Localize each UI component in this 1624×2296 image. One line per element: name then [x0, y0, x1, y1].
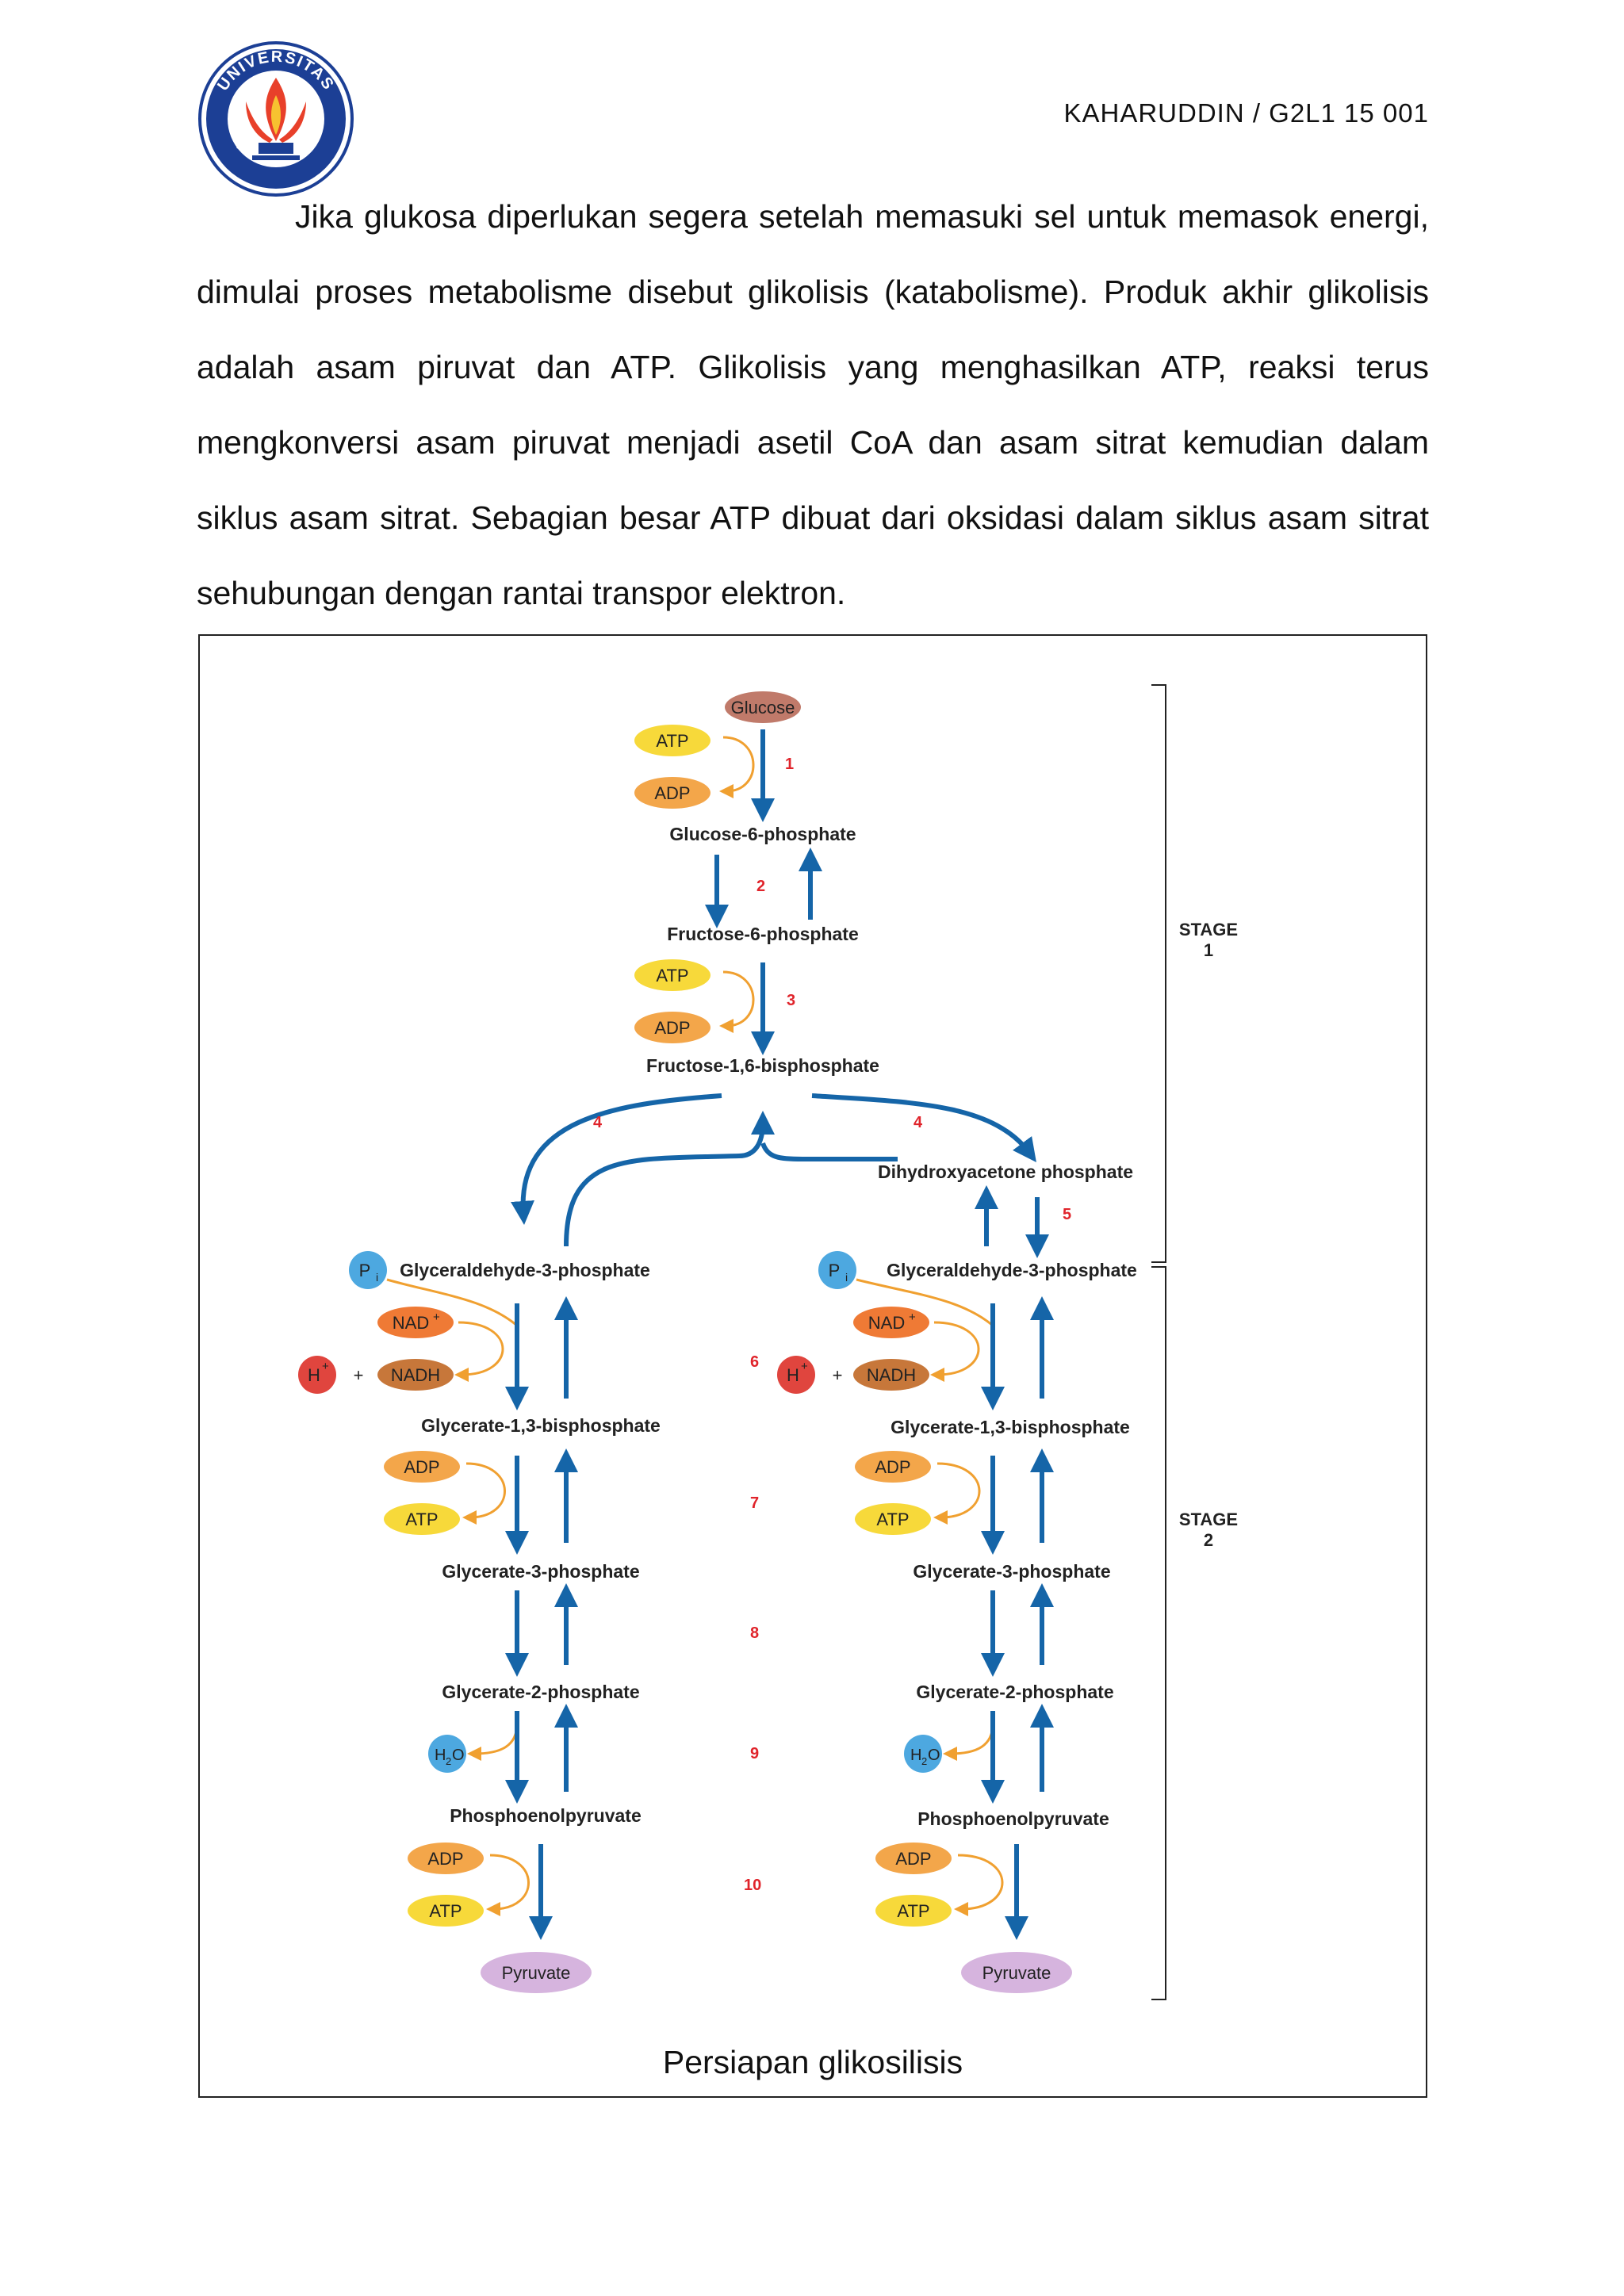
step-number-6: 6: [750, 1353, 759, 1371]
step-2: 2: [705, 848, 822, 928]
nadh-label: NADH: [391, 1365, 440, 1385]
step-number-7: 7: [750, 1494, 759, 1512]
glyceraldehyde-3-phosphate-left: Glyceraldehyde-3-phosphate: [400, 1260, 650, 1280]
water-subscript: 2: [921, 1755, 927, 1767]
plus-sign: +: [833, 1365, 843, 1385]
glycerate-1-3-bisphosphate-right: Glycerate-1,3-bisphosphate: [891, 1417, 1130, 1437]
stage-1-word: STAGE: [1179, 920, 1238, 939]
glyceraldehyde-3-phosphate-right: Glyceraldehyde-3-phosphate: [887, 1260, 1137, 1280]
figure-caption: Persiapan glikosilisis: [662, 2044, 963, 2080]
adp-label: ADP: [654, 783, 690, 803]
adp-label: ADP: [427, 1849, 463, 1869]
step-number-9: 9: [750, 1745, 759, 1762]
water-o: O: [928, 1747, 940, 1764]
nad-superscript: +: [909, 1311, 916, 1324]
atp-label: ATP: [405, 1510, 438, 1529]
water-h: H: [910, 1747, 921, 1764]
plus-sign: +: [354, 1365, 364, 1385]
stage-2-word: STAGE: [1179, 1510, 1238, 1529]
proton-label: H: [308, 1365, 320, 1385]
stage-1-bracket: [1151, 684, 1166, 1263]
water-h: H: [435, 1747, 446, 1764]
right-branch: P i Glyceraldehyde-3-phosphate NAD + H +…: [777, 1251, 1137, 1993]
adp-label: ADP: [895, 1849, 931, 1869]
step-5: 5: [975, 1185, 1071, 1258]
stage-1-number: 1: [1204, 940, 1213, 960]
step-number-10: 10: [744, 1877, 761, 1894]
fructose-1-6-bisphosphate: Fructose-1,6-bisphosphate: [646, 1055, 879, 1076]
step-number-8: 8: [750, 1624, 759, 1642]
step-number-4-left: 4: [593, 1114, 603, 1131]
adp-label: ADP: [654, 1018, 690, 1038]
step-4: 4 4: [511, 1093, 1036, 1247]
pyruvate-right: Pyruvate: [982, 1963, 1051, 1983]
glucose-6-phosphate: Glucose-6-phosphate: [669, 824, 856, 844]
adp-label: ADP: [875, 1457, 910, 1477]
left-branch: P i Glyceraldehyde-3-phosphate NAD + H +…: [298, 1251, 661, 1993]
step-number-1: 1: [785, 756, 794, 773]
step-1: ATP ADP 1: [634, 725, 794, 822]
pyruvate-left: Pyruvate: [502, 1963, 571, 1983]
glycerate-1-3-bisphosphate-left: Glycerate-1,3-bisphosphate: [421, 1415, 661, 1436]
step-number-5: 5: [1063, 1206, 1071, 1223]
phosphate-subscript: i: [376, 1271, 378, 1284]
step-3: ATP ADP 3: [634, 959, 795, 1055]
dihydroxyacetone-phosphate: Dihydroxyacetone phosphate: [878, 1161, 1133, 1182]
glycerate-2-phosphate-right: Glycerate-2-phosphate: [916, 1682, 1113, 1702]
phosphate-label: P: [359, 1261, 371, 1280]
nad-label: NAD: [868, 1313, 905, 1333]
atp-label: ATP: [656, 966, 688, 985]
step-number-2: 2: [756, 878, 765, 895]
water-subscript: 2: [446, 1755, 451, 1767]
university-logo: UNIVERSITAS HALU OLEO: [198, 41, 354, 197]
glycolysis-diagram: STAGE 1 STAGE 2 Glucose ATP ADP 1 Glucos…: [298, 684, 1238, 2000]
header-author-id: KAHARUDDIN / G2L1 15 001: [1063, 98, 1429, 128]
atp-label: ATP: [876, 1510, 909, 1529]
proton-superscript: +: [322, 1360, 329, 1373]
glycerate-3-phosphate-right: Glycerate-3-phosphate: [913, 1561, 1110, 1582]
atp-label: ATP: [656, 731, 688, 751]
fructose-6-phosphate: Fructose-6-phosphate: [667, 924, 859, 944]
nad-label: NAD: [393, 1313, 429, 1333]
phosphoenolpyruvate-left: Phosphoenolpyruvate: [450, 1805, 642, 1826]
body-paragraph: Jika glukosa diperlukan segera setelah m…: [197, 198, 1429, 611]
stage-2-number: 2: [1204, 1530, 1213, 1550]
nadh-label: NADH: [867, 1365, 916, 1385]
atp-label: ATP: [897, 1901, 929, 1921]
proton-superscript: +: [801, 1360, 808, 1373]
proton-label: H: [787, 1365, 799, 1385]
phosphate-subscript: i: [845, 1271, 848, 1284]
phosphate-label: P: [829, 1261, 841, 1280]
phosphoenolpyruvate-right: Phosphoenolpyruvate: [917, 1808, 1109, 1829]
glycerate-2-phosphate-left: Glycerate-2-phosphate: [442, 1682, 639, 1702]
step-number-3: 3: [787, 992, 795, 1009]
step-number-4-right: 4: [914, 1114, 923, 1131]
glycerate-3-phosphate-left: Glycerate-3-phosphate: [442, 1561, 639, 1582]
atp-label: ATP: [429, 1901, 462, 1921]
glucose-label: Glucose: [731, 698, 795, 718]
nad-superscript: +: [433, 1311, 440, 1324]
stage-2-bracket: [1151, 1266, 1166, 2000]
figure-frame: STAGE 1 STAGE 2 Glucose ATP ADP 1 Glucos…: [198, 634, 1427, 2098]
water-o: O: [452, 1747, 465, 1764]
glucose-node: Glucose: [725, 691, 801, 723]
adp-label: ADP: [404, 1457, 439, 1477]
